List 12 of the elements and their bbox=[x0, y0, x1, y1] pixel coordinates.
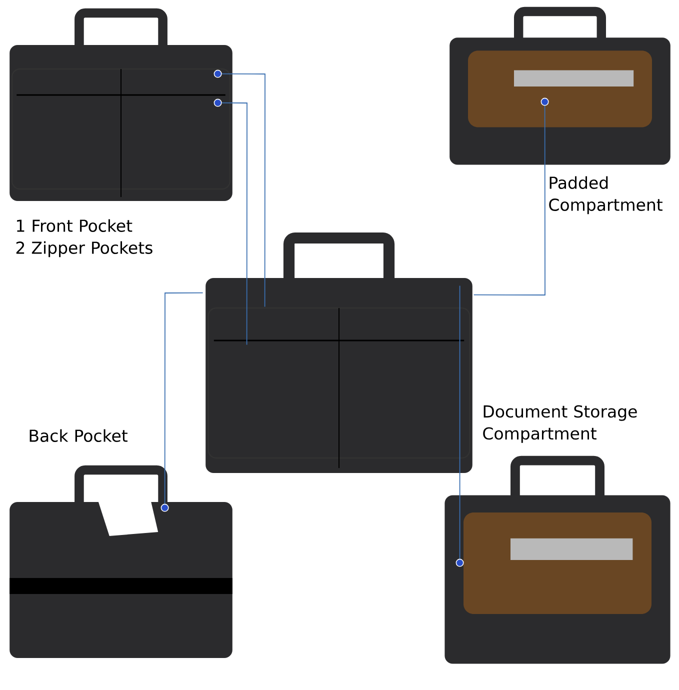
bag-photo bbox=[444, 456, 670, 664]
bag-photo bbox=[450, 6, 670, 165]
leader-line bbox=[214, 70, 266, 308]
leader-line bbox=[160, 292, 204, 512]
callout-text: Back Pocket bbox=[30, 429, 128, 442]
bag-photo bbox=[206, 232, 472, 473]
callout-text: 2 Zipper Pockets bbox=[16, 241, 152, 258]
leader-line bbox=[214, 98, 248, 346]
bag-photo bbox=[10, 465, 232, 658]
bag-photo bbox=[10, 8, 232, 201]
leader-line bbox=[473, 98, 549, 296]
leader-line bbox=[456, 285, 464, 567]
